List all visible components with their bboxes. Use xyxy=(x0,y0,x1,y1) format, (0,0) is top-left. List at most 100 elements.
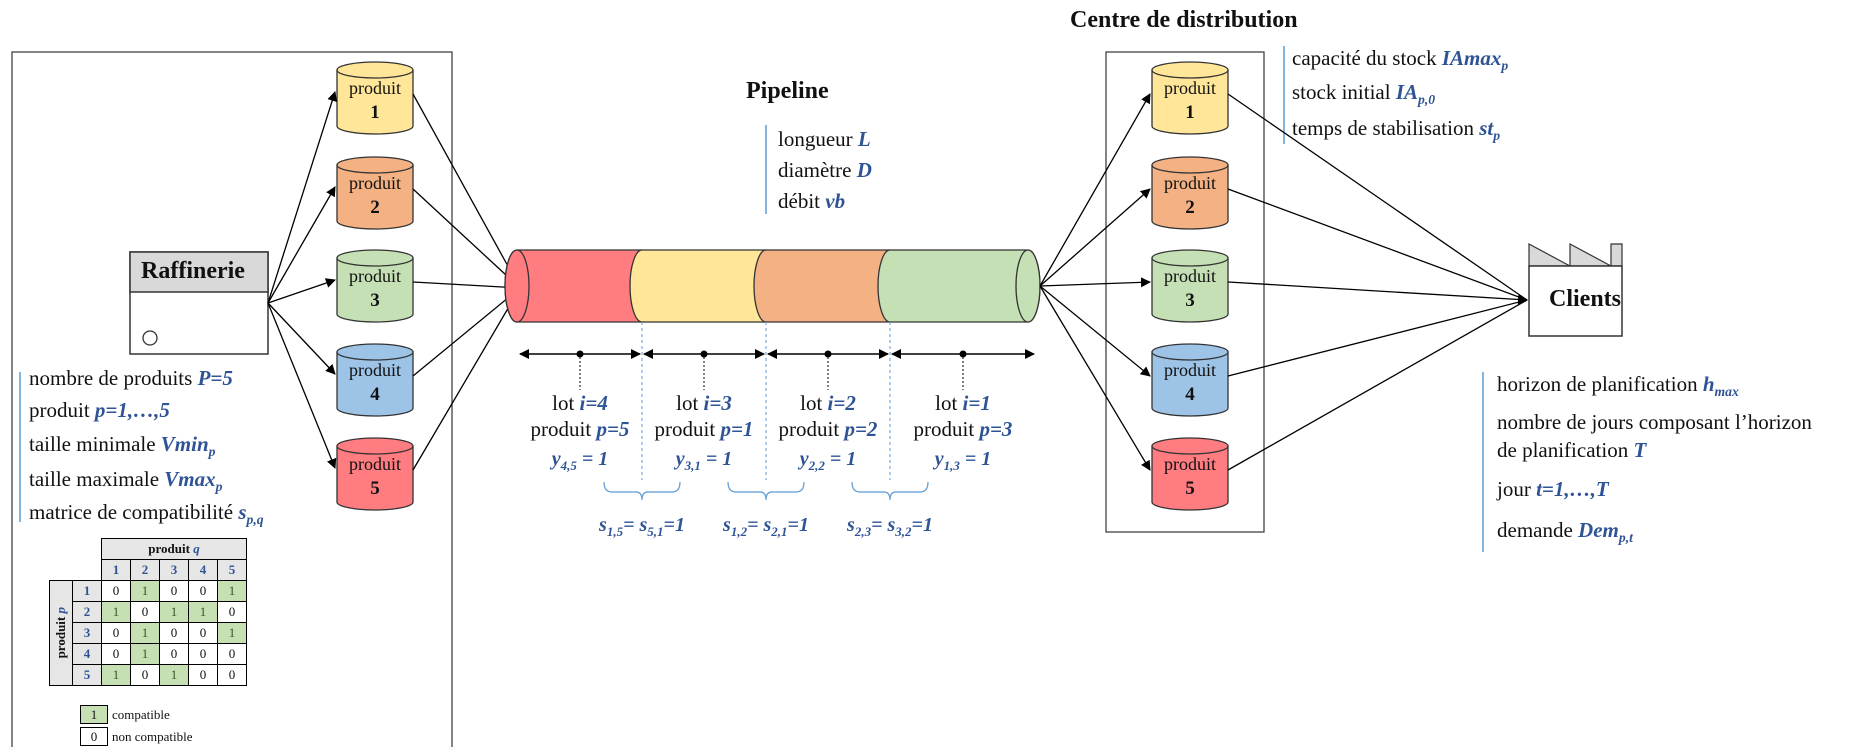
matrix-cell: 0 xyxy=(188,664,218,686)
product-number: 4 xyxy=(370,384,380,405)
clients-title: Clients xyxy=(1549,286,1621,312)
lot-2-assignment: y2,2 = 1 xyxy=(799,448,857,473)
product-number: 1 xyxy=(1185,102,1195,123)
compat-pair-2: s1,2= s2,1=1 xyxy=(723,514,809,539)
distribution-container xyxy=(1105,51,1265,533)
matrix-row-label-4: 4 xyxy=(72,643,102,665)
pipeline-title: Pipeline xyxy=(746,78,829,104)
line-distribution-1-to-clients xyxy=(1227,93,1528,301)
line-distribution-4-to-clients xyxy=(1227,299,1528,377)
compat-brace-1 xyxy=(603,481,681,501)
pipeline-end-cap xyxy=(1015,249,1041,323)
matrix-col-header: produit q xyxy=(101,538,247,560)
matrix-col-label-1: 1 xyxy=(101,559,131,581)
matrix-cell: 1 xyxy=(130,580,160,602)
arrow-refinery-to-product-3 xyxy=(267,278,336,304)
matrix-col-label-3: 3 xyxy=(159,559,189,581)
compat-pair-1: s1,5= s5,1=1 xyxy=(599,514,685,539)
distribution-param-initial-stock: stock initial IAp,0 xyxy=(1292,80,1436,108)
product-word: produit xyxy=(1164,78,1216,98)
product-number: 4 xyxy=(1185,384,1195,405)
distribution-param-capacity: capacité du stock IAmaxp xyxy=(1292,46,1509,74)
line-product-2-to-pipeline xyxy=(412,188,521,289)
lot-4-center-dot xyxy=(576,350,584,358)
lot-2-center-dot xyxy=(824,350,832,358)
matrix-cell: 0 xyxy=(130,664,160,686)
matrix-cell: 0 xyxy=(130,601,160,623)
clients-param-horizon: horizon de planification hmax xyxy=(1497,372,1739,400)
lot-3-assignment: y3,1 = 1 xyxy=(675,448,733,473)
product-word: produit xyxy=(349,173,401,193)
arrow-pipeline-to-distribution-2 xyxy=(1039,188,1151,287)
distribution-product-1-label: produit 1 xyxy=(1152,76,1228,125)
matrix-cell: 0 xyxy=(217,601,247,623)
refinery-param-compat-matrix: matrice de compatibilité sp,q xyxy=(29,500,264,528)
refinery-param-min-size: taille minimale Vminp xyxy=(29,432,216,460)
matrix-cell: 0 xyxy=(188,643,218,665)
distribution-param-stabilisation: temps de stabilisation stp xyxy=(1292,116,1501,144)
clients-param-days: nombre de jours composant l’horizon xyxy=(1497,410,1812,434)
product-number: 2 xyxy=(370,197,380,218)
arrow-refinery-to-product-5 xyxy=(267,302,337,469)
refinery-product-5-cylinder xyxy=(336,437,414,511)
pipeline-param-length: longueur L xyxy=(778,127,871,151)
matrix-col-label-2: 2 xyxy=(130,559,160,581)
product-word: produit xyxy=(1164,360,1216,380)
refinery-param-max-size: taille maximale Vmaxp xyxy=(29,467,223,495)
matrix-cell: 0 xyxy=(188,622,218,644)
matrix-cell: 1 xyxy=(159,664,189,686)
product-number: 1 xyxy=(370,102,380,123)
refinery-product-3-cylinder xyxy=(336,249,414,323)
matrix-row-label-1: 1 xyxy=(72,580,102,602)
matrix-cell: 0 xyxy=(217,643,247,665)
line-product-3-to-pipeline xyxy=(412,281,521,293)
pipeline-param-flow: débit vb xyxy=(778,189,846,213)
product-word: produit xyxy=(1164,173,1216,193)
line-product-1-to-pipeline xyxy=(412,93,521,289)
product-number: 3 xyxy=(370,290,380,311)
product-word: produit xyxy=(1164,266,1216,286)
matrix-cell: 0 xyxy=(188,580,218,602)
product-word: produit xyxy=(349,78,401,98)
product-word: produit xyxy=(349,454,401,474)
matrix-cell: 1 xyxy=(130,643,160,665)
matrix-cell: 0 xyxy=(101,643,131,665)
distribution-product-5-cylinder xyxy=(1151,437,1229,511)
clients-factory-icon xyxy=(1528,242,1623,337)
lot-1-center-dot xyxy=(959,350,967,358)
matrix-row-label-5: 5 xyxy=(72,664,102,686)
distribution-product-4-cylinder xyxy=(1151,343,1229,417)
matrix-row-label-2: 2 xyxy=(72,601,102,623)
product-number: 5 xyxy=(1185,478,1195,499)
lot-1-assignment: y1,3 = 1 xyxy=(934,448,992,473)
matrix-cell: 1 xyxy=(130,622,160,644)
distribution-product-3-cylinder xyxy=(1151,249,1229,323)
matrix-cell: 0 xyxy=(159,622,189,644)
arrow-pipeline-to-distribution-1 xyxy=(1039,93,1151,287)
distribution-product-4-label: produit 4 xyxy=(1152,358,1228,407)
matrix-cell: 1 xyxy=(101,664,131,686)
matrix-cell: 1 xyxy=(217,580,247,602)
compat-brace-2 xyxy=(727,481,805,501)
pipeline-start-cap xyxy=(504,249,530,323)
matrix-cell: 0 xyxy=(217,664,247,686)
arrow-pipeline-to-distribution-3 xyxy=(1039,277,1151,288)
matrix-cell: 1 xyxy=(159,601,189,623)
matrix-row-label-3: 3 xyxy=(72,622,102,644)
line-distribution-5-to-clients xyxy=(1227,299,1528,471)
line-product-4-to-pipeline xyxy=(412,287,521,377)
compat-brace-3 xyxy=(851,481,929,501)
